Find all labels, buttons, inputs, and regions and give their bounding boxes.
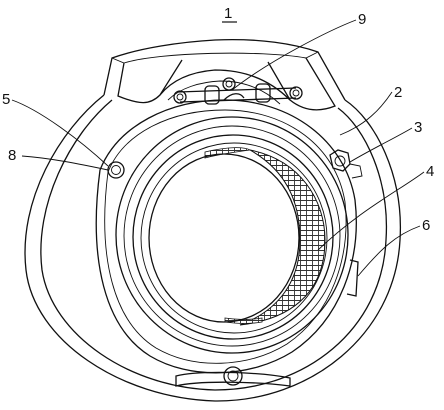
bolt xyxy=(329,149,363,179)
bore-opening xyxy=(148,153,300,323)
figure-number: 1 xyxy=(224,5,232,22)
side-pin xyxy=(107,161,125,179)
outer-housing xyxy=(24,38,402,402)
callout-8: 8 xyxy=(8,147,16,164)
leader-lines xyxy=(11,19,425,277)
latch-tab xyxy=(346,259,359,297)
callout-3: 3 xyxy=(414,119,422,136)
callout-4: 4 xyxy=(426,163,434,180)
bottom-hinge xyxy=(175,366,291,387)
callout-5: 5 xyxy=(2,91,10,108)
callout-2: 2 xyxy=(394,84,402,101)
guide-pin-assembly xyxy=(173,77,303,105)
knurled-liner xyxy=(204,147,326,326)
callout-6: 6 xyxy=(422,217,430,234)
callout-9: 9 xyxy=(358,11,366,28)
